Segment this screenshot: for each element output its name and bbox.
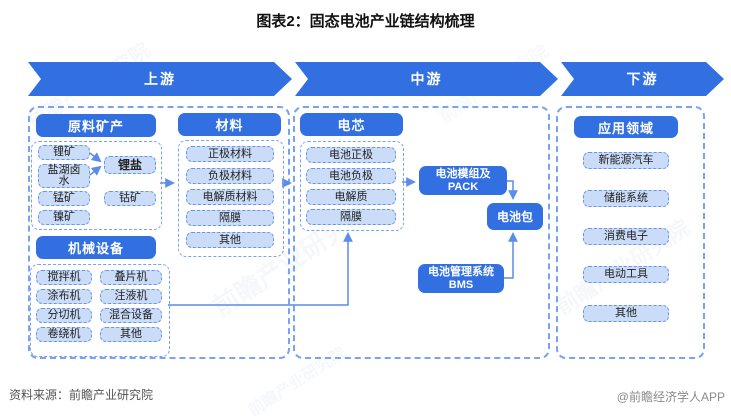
chip-lithium-salt: 锂盐 xyxy=(104,156,156,174)
banner-downstream: 下游 xyxy=(561,62,724,96)
machinery-header-label: 机械设备 xyxy=(67,241,124,256)
chip-power-tools: 电动工具 xyxy=(583,266,669,283)
mineral-header: 原料矿产 xyxy=(36,114,156,137)
materials-header: 材料 xyxy=(178,113,281,136)
banner-downstream-label: 下游 xyxy=(626,71,659,87)
banner-upstream: 上游 xyxy=(28,62,292,96)
cell-group-box xyxy=(300,141,404,231)
chip-coater: 涂布机 xyxy=(36,289,92,304)
materials-header-label: 材料 xyxy=(215,118,244,133)
credit-note: @前瞻经济学人APP xyxy=(616,390,725,404)
chip-slitting-machine: 分切机 xyxy=(36,308,92,323)
chip-materials-other: 其他 xyxy=(186,232,274,248)
chip-cell-separator: 隔膜 xyxy=(306,209,396,225)
bms-node-line1: 电池管理系统 xyxy=(428,266,494,278)
chip-cell-cathode: 电池正极 xyxy=(306,147,396,163)
machinery-header: 机械设备 xyxy=(36,236,156,259)
figure-title: 图表2：固态电池产业链结构梳理 xyxy=(256,13,475,30)
chip-injection-machine: 注液机 xyxy=(100,289,162,304)
battery-pack-label: 电池包 xyxy=(496,210,533,224)
chip-cell-electrolyte: 电解质 xyxy=(306,189,396,205)
application-header-label: 应用领域 xyxy=(597,120,654,136)
chip-stacking-machine: 叠片机 xyxy=(100,270,162,285)
chip-anode-material: 负极材料 xyxy=(186,168,274,184)
bms-node-line2: BMS xyxy=(448,279,474,291)
chip-separator-material: 隔膜 xyxy=(186,210,274,226)
upstream-section-box xyxy=(28,106,290,359)
chip-mixing-equipment: 混合设备 xyxy=(100,308,162,323)
chip-salt-lake-brine: 盐湖卤水 xyxy=(38,164,90,188)
chip-machinery-other: 其他 xyxy=(100,327,162,342)
cell-header-label: 电芯 xyxy=(337,118,366,133)
chip-application-other: 其他 xyxy=(583,305,669,322)
chip-nickel-ore: 镍矿 xyxy=(38,210,90,225)
midstream-section-box xyxy=(293,106,550,359)
chip-energy-storage: 储能系统 xyxy=(583,190,669,207)
materials-group-box xyxy=(178,140,284,257)
bms-node: 电池管理系统 BMS xyxy=(418,264,504,293)
chip-mixer: 搅拌机 xyxy=(36,270,92,285)
machinery-group-box xyxy=(30,264,170,357)
mineral-header-label: 原料矿产 xyxy=(67,119,124,134)
chip-electrolyte-material: 电解质材料 xyxy=(186,189,274,205)
chip-lithium-ore: 锂矿 xyxy=(38,145,90,160)
source-note: 资料来源：前瞻产业研究院 xyxy=(9,388,154,402)
application-header: 应用领域 xyxy=(574,116,678,138)
battery-pack-node: 电池包 xyxy=(487,203,543,230)
cell-header: 电芯 xyxy=(300,113,403,136)
chip-cobalt-ore: 钴矿 xyxy=(104,191,156,206)
pack-node: 电池模组及 PACK xyxy=(419,166,507,195)
pack-node-line1: 电池模组及 xyxy=(435,168,491,180)
chip-winding-machine: 卷绕机 xyxy=(36,327,92,342)
banner-midstream-label: 中游 xyxy=(410,71,443,87)
chip-cathode-material: 正极材料 xyxy=(186,146,274,162)
banner-upstream-label: 上游 xyxy=(144,71,176,87)
pack-node-line2: PACK xyxy=(447,181,479,193)
downstream-section-box xyxy=(556,106,705,359)
banner-midstream: 中游 xyxy=(295,62,558,96)
chip-consumer-electronics: 消费电子 xyxy=(583,228,669,245)
chip-new-energy-vehicle: 新能源汽车 xyxy=(583,152,669,169)
chip-manganese-ore: 锰矿 xyxy=(38,191,90,206)
mineral-group-box xyxy=(31,141,162,230)
chip-cell-anode: 电池负极 xyxy=(306,168,396,184)
